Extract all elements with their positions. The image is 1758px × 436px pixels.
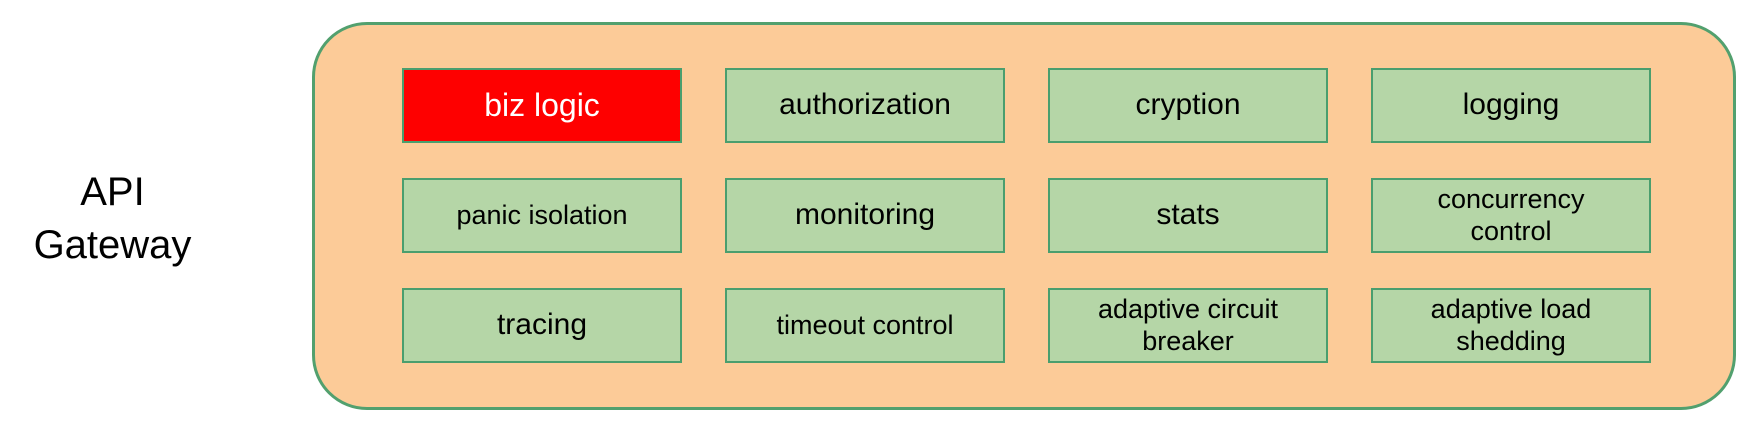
module-grid: biz logic authorization cryption logging… xyxy=(402,68,1651,363)
module-biz-logic: biz logic xyxy=(402,68,682,143)
api-gateway-box: biz logic authorization cryption logging… xyxy=(312,22,1736,410)
module-authorization: authorization xyxy=(725,68,1005,143)
api-gateway-title-line2: Gateway xyxy=(33,222,192,267)
api-gateway-title-line1: API xyxy=(80,170,145,214)
module-adaptive-circuit-breaker: adaptive circuit breaker xyxy=(1048,288,1328,363)
module-adaptive-load-shedding: adaptive load shedding xyxy=(1371,288,1651,363)
module-tracing: tracing xyxy=(402,288,682,363)
module-timeout-control: timeout control xyxy=(725,288,1005,363)
module-panic-isolation: panic isolation xyxy=(402,178,682,253)
module-stats: stats xyxy=(1048,178,1328,253)
module-monitoring: monitoring xyxy=(725,178,1005,253)
module-cryption: cryption xyxy=(1048,68,1328,143)
module-logging: logging xyxy=(1371,68,1651,143)
module-concurrency-control: concurrency control xyxy=(1371,178,1651,253)
api-gateway-title: API Gateway xyxy=(10,166,215,272)
